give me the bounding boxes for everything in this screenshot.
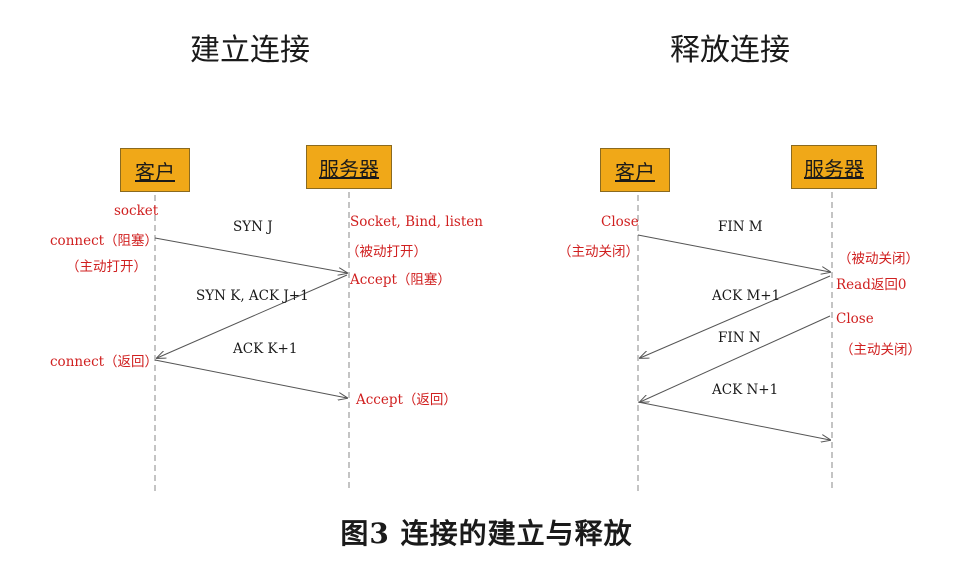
ack-n-arrow [637, 401, 830, 440]
socket-label: socket [114, 203, 159, 219]
ack-label: ACK K+1 [233, 341, 298, 357]
syn-ack-label: SYN K, ACK J+1 [196, 288, 309, 304]
fin-m-arrow [637, 234, 830, 272]
left-server-label: 服务器 [319, 156, 379, 181]
right-client-label: 客户 [615, 159, 655, 184]
ack-arrow [154, 359, 347, 398]
syn-arrow [154, 237, 347, 273]
fin-n-arrow [640, 315, 831, 402]
server-setup-label: Socket, Bind, listen [350, 214, 483, 230]
passive-open-label: （被动打开） [346, 244, 427, 260]
server-close-label: Close [836, 311, 874, 327]
syn-ack-arrow [157, 274, 348, 358]
ack-m-arrow [640, 275, 831, 358]
accept-return-label: Accept（返回） [356, 392, 457, 408]
left-client-box: 客户 [120, 148, 190, 192]
right-client-box: 客户 [600, 148, 670, 192]
ack-m-label: ACK M+1 [712, 288, 781, 304]
left-diagram-title: 建立连接 [190, 33, 310, 68]
client-close-label: Close [601, 214, 639, 230]
read-zero-label: Read返回0 [836, 277, 907, 293]
ack-n-label: ACK N+1 [712, 382, 779, 398]
accept-block-label: Accept（阻塞） [350, 272, 451, 288]
active-open-label: （主动打开） [66, 259, 147, 275]
right-diagram-title: 释放连接 [670, 33, 790, 68]
passive-close-label: （被动关闭） [838, 251, 919, 267]
syn-label: SYN J [233, 219, 273, 235]
figure-caption: 图3 连接的建立与释放 [340, 517, 633, 550]
right-server-box: 服务器 [791, 145, 877, 189]
active-close-label: （主动关闭） [558, 244, 639, 260]
fin-n-label: FIN N [718, 330, 761, 346]
left-server-box: 服务器 [306, 145, 392, 189]
server-active-close-label: （主动关闭） [840, 342, 921, 358]
connect-block-label: connect（阻塞） [50, 233, 159, 249]
left-client-label: 客户 [135, 159, 175, 184]
right-server-label: 服务器 [804, 156, 864, 181]
connect-return-label: connect（返回） [50, 354, 159, 370]
fin-m-label: FIN M [718, 219, 763, 235]
